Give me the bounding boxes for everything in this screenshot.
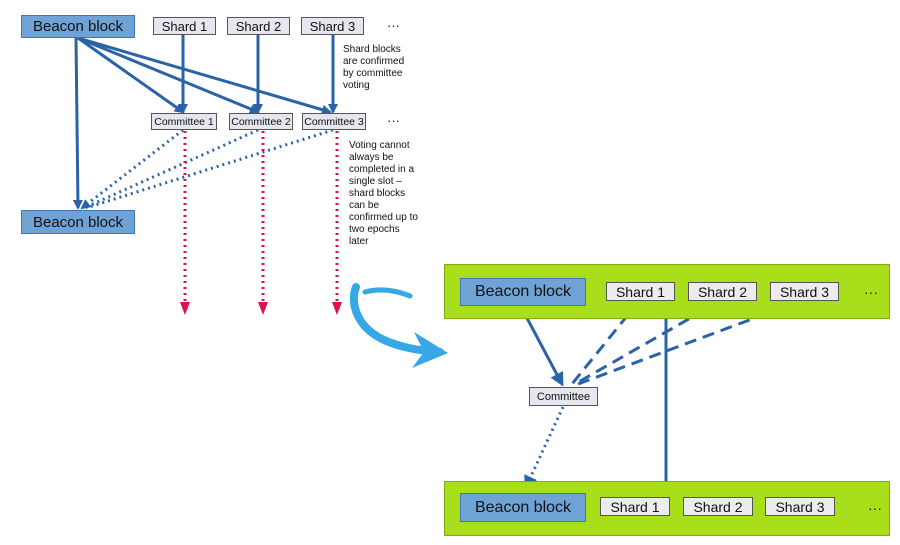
red-arrowhead-1 — [180, 302, 190, 315]
note-confirmed: Shard blocks are confirmed by committee … — [343, 44, 405, 91]
beacon-block-bottom: Beacon block — [21, 210, 135, 234]
beacon-block-top: Beacon block — [21, 15, 135, 38]
transition-arrow — [349, 283, 444, 356]
red-arrowhead-3 — [332, 302, 342, 315]
note-voting: Voting cannot always be completed in a s… — [349, 140, 418, 247]
bottom-shard-1: Shard 1 — [600, 497, 670, 516]
top-shard-1: Shard 1 — [606, 282, 675, 301]
shard-2-box: Shard 2 — [227, 17, 290, 35]
shard-1-box: Shard 1 — [153, 17, 216, 35]
top-beacon-block: Beacon block — [460, 278, 586, 306]
shards-ellipsis: ··· — [387, 18, 400, 33]
committee-2-box: Committee 2 — [229, 113, 293, 130]
arrow-beacon-to-beacon — [72, 37, 83, 210]
dotted-committee-1-to-beacon — [80, 128, 184, 210]
top-shards-ellipsis: ··· — [864, 284, 878, 300]
red-arrowhead-2 — [258, 302, 268, 315]
bottom-shards-ellipsis: ··· — [868, 500, 882, 516]
committee-box: Committee — [529, 387, 598, 406]
dotted-committee-3-to-beacon — [85, 128, 334, 210]
committee-3-box: Committee 3 — [302, 113, 366, 130]
arrow-beacon-to-committee-3 — [77, 36, 332, 115]
top-shard-3: Shard 3 — [770, 282, 839, 301]
bottom-shard-3: Shard 3 — [765, 497, 835, 516]
top-shard-2: Shard 2 — [688, 282, 757, 301]
committees-ellipsis: ··· — [387, 113, 400, 128]
arrow-beacon-to-committee-1 — [77, 36, 185, 114]
dotted-committee-to-beacon — [524, 406, 565, 490]
transition-arrow-highlight — [362, 287, 413, 299]
arrow-beacon-to-committee-2 — [77, 36, 260, 114]
dotted-committee-2-to-beacon — [83, 128, 259, 210]
transition-arrowhead — [412, 332, 448, 368]
bottom-shard-2: Shard 2 — [683, 497, 753, 516]
committee-1-box: Committee 1 — [151, 113, 217, 130]
shard-3-box: Shard 3 — [301, 17, 364, 35]
bottom-beacon-block: Beacon block — [460, 493, 586, 522]
